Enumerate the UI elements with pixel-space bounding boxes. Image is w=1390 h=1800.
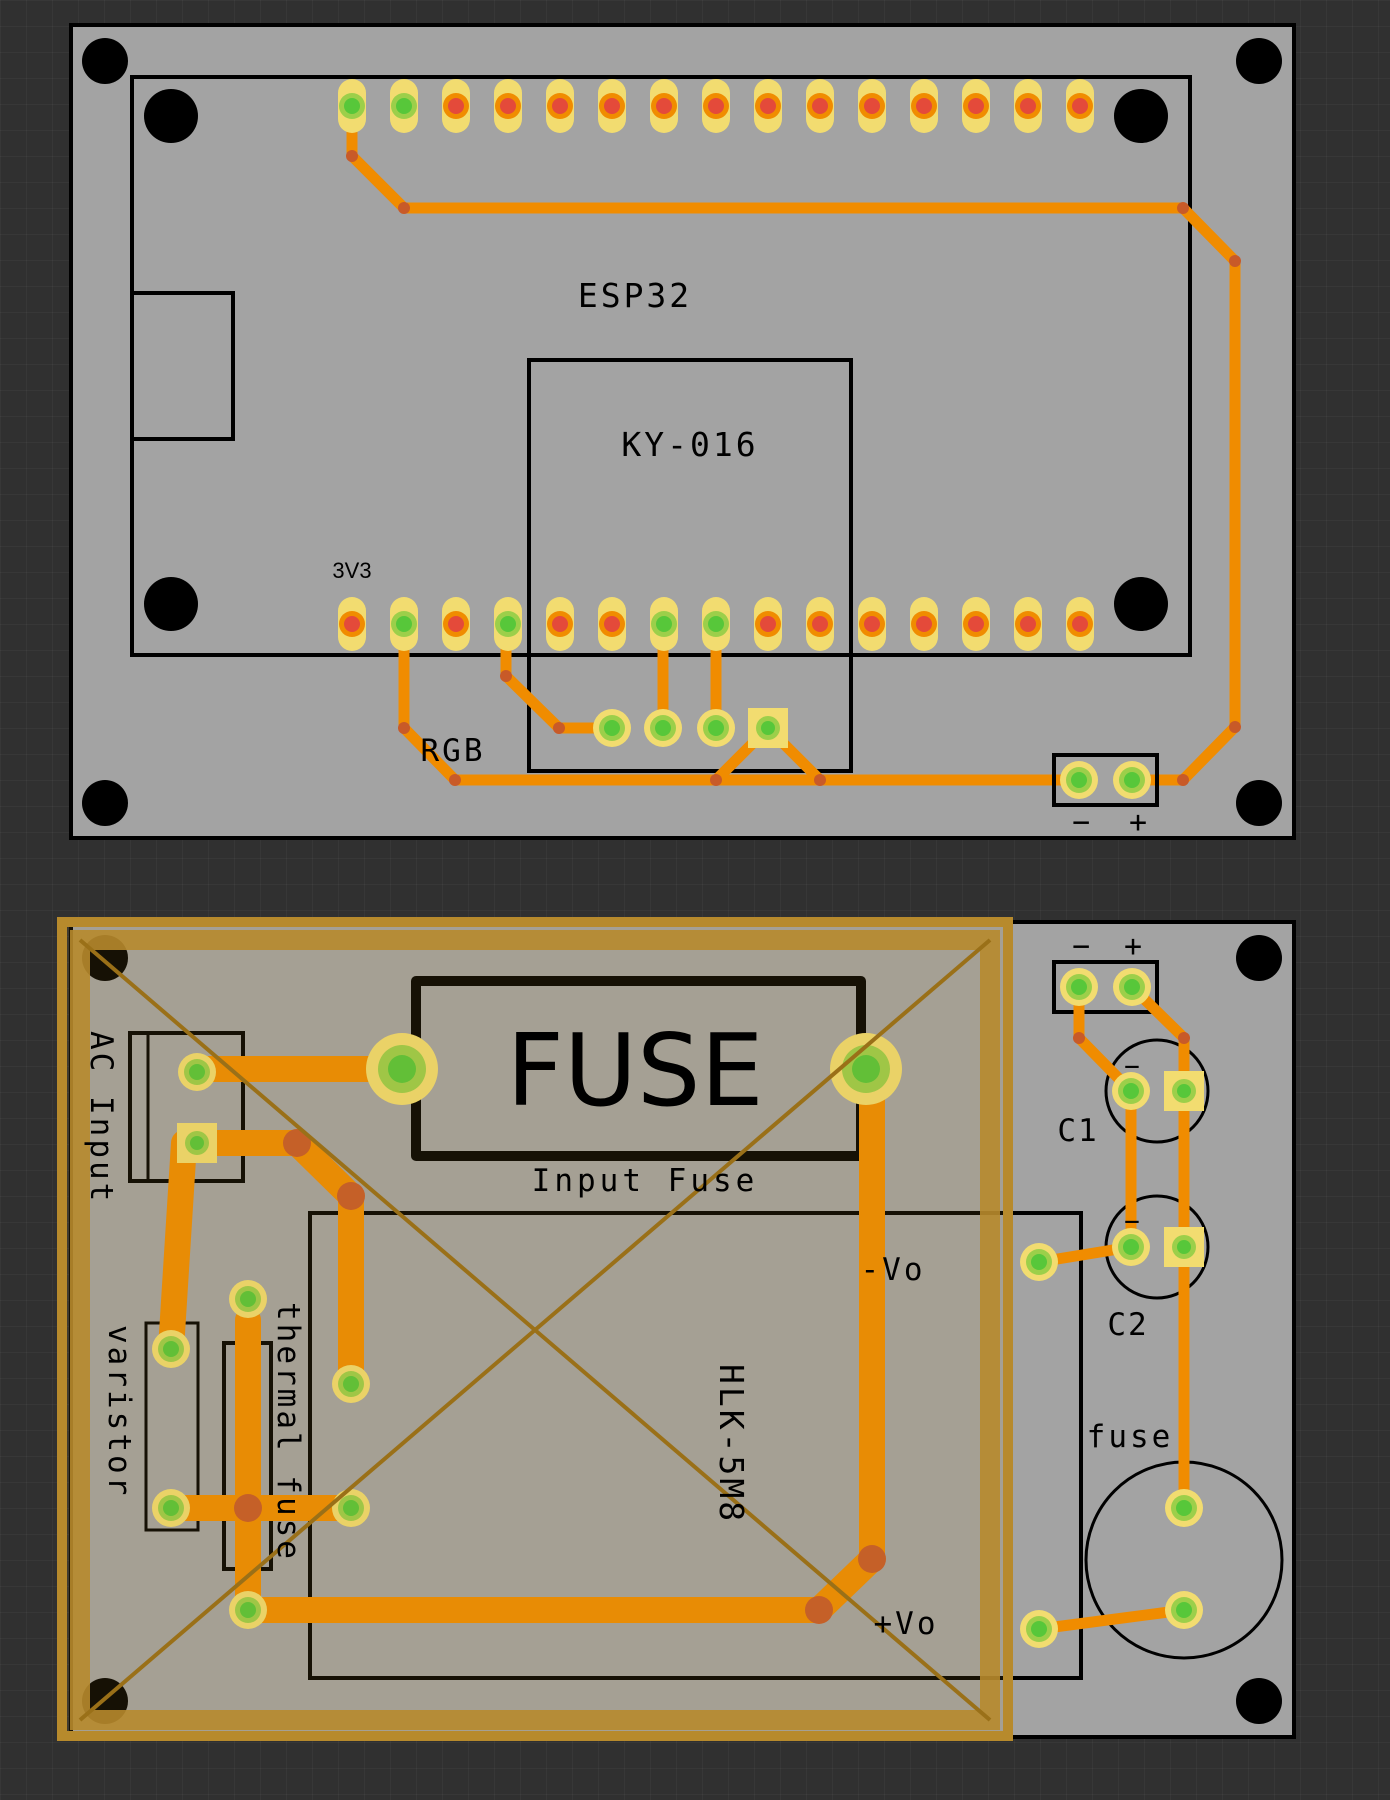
ky016-label: KY-016 (621, 425, 758, 464)
esp32-header-top-row (338, 79, 1094, 133)
hlk-module-label: HLK-5M8 (712, 1364, 751, 1524)
pad (644, 709, 682, 747)
pad (910, 597, 938, 651)
pad (1113, 761, 1151, 799)
pad (1020, 1243, 1058, 1281)
keepout-area (57, 917, 1013, 1741)
pad (1060, 968, 1098, 1006)
top-header-plus-label: + (1129, 805, 1147, 840)
top-mounting-holes (82, 38, 1282, 826)
pad (598, 597, 626, 651)
thermal-fuse-label: thermal fuse (270, 1302, 306, 1562)
pad (806, 79, 834, 133)
ac-input-label: AC Input (83, 1031, 119, 1204)
c1-label: C1 (1057, 1113, 1098, 1149)
pad (1164, 1071, 1204, 1111)
usb-connector-outline (132, 291, 235, 441)
fuse-big-label: FUSE (506, 1012, 763, 1129)
bottom-header-plus-label: + (1124, 929, 1142, 964)
c2-minus-marker: − (1124, 1207, 1140, 1237)
pad (1014, 597, 1042, 651)
pad (1164, 1227, 1204, 1267)
pad (962, 597, 990, 651)
pad (754, 597, 782, 651)
pad (598, 79, 626, 133)
pad (1020, 1610, 1058, 1648)
pad (1060, 761, 1098, 799)
pad (858, 79, 886, 133)
ky016-outline (527, 358, 853, 773)
pad (593, 709, 631, 747)
pad (702, 79, 730, 133)
top-board: ESP32 KY-016 3V3 RGB − + (69, 23, 1296, 840)
pad (546, 79, 574, 133)
pad (650, 79, 678, 133)
pad (338, 597, 366, 651)
pad (1165, 1591, 1203, 1629)
top-header-minus-label: − (1072, 805, 1090, 840)
c2-label: C2 (1107, 1307, 1148, 1343)
small-fuse-label: fuse (1087, 1419, 1174, 1455)
pad (748, 708, 788, 748)
pad (390, 597, 418, 651)
pad (806, 597, 834, 651)
bottom-power-header-outline (1052, 960, 1159, 1014)
c1-minus-marker: − (1124, 1052, 1140, 1082)
bottom-vias (234, 1032, 1190, 1624)
pad (697, 709, 735, 747)
pad (858, 597, 886, 651)
hlk-module-outline (308, 1211, 1083, 1680)
pad (1014, 79, 1042, 133)
pad (390, 79, 418, 133)
pad (1165, 1489, 1203, 1527)
input-fuse-label: Input Fuse (532, 1163, 759, 1199)
pad (754, 79, 782, 133)
varistor-label: varistor (101, 1325, 137, 1498)
c1-outline (1104, 1038, 1210, 1144)
pad (1113, 968, 1151, 1006)
pad (702, 597, 730, 651)
pad (962, 79, 990, 133)
vo-minus-label: -Vo (861, 1252, 926, 1288)
esp32-label: ESP32 (578, 276, 692, 315)
pad (338, 79, 366, 133)
top-vias (346, 150, 1241, 786)
pad (494, 597, 522, 651)
rgb-label: RGB (421, 733, 486, 769)
pad (1066, 597, 1094, 651)
3v3-pin-label: 3V3 (332, 558, 371, 583)
bottom-header-minus-label: − (1072, 929, 1090, 964)
esp32-header-bottom-row (338, 597, 1094, 651)
pad (546, 597, 574, 651)
vo-plus-label: +Vo (874, 1606, 939, 1642)
pad (650, 597, 678, 651)
pad (442, 597, 470, 651)
pad (1066, 79, 1094, 133)
top-board-outline (69, 23, 1296, 840)
bottom-board: FUSE Input Fuse AC Input varistor therma… (57, 917, 1296, 1741)
top-power-header-outline (1052, 753, 1159, 807)
pad (910, 79, 938, 133)
pad (442, 79, 470, 133)
pad (494, 79, 522, 133)
